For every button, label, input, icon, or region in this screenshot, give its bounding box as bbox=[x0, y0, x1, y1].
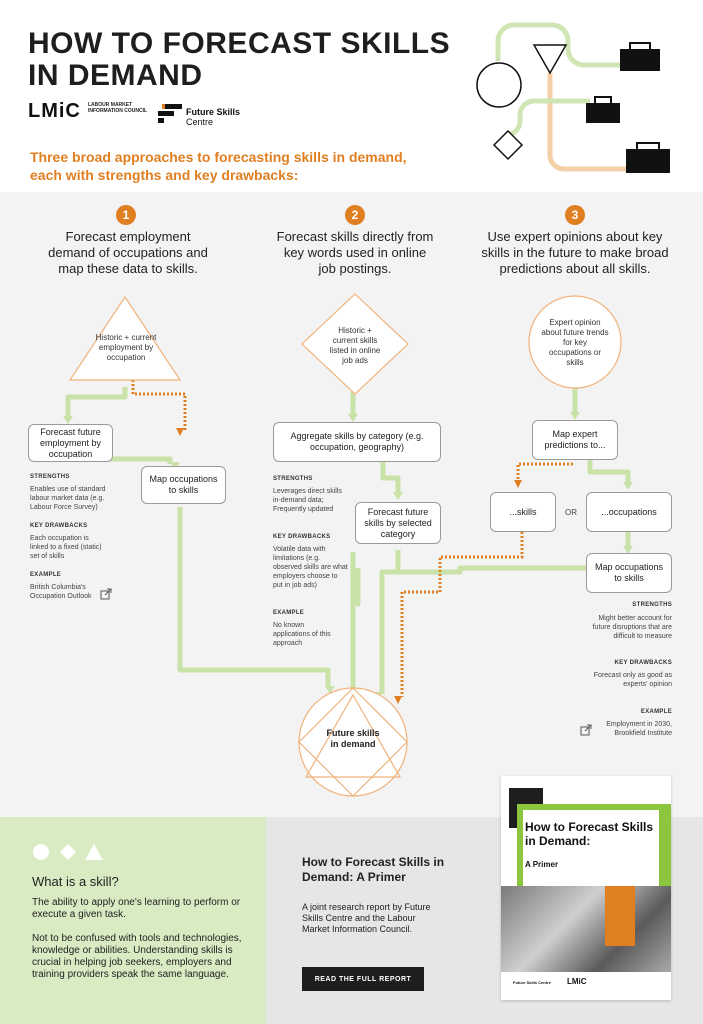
fsc-name-line1: Future Skills bbox=[186, 107, 241, 117]
diamond-icon bbox=[492, 129, 524, 161]
what-is-skill-p1: The ability to apply one's learning to p… bbox=[32, 897, 241, 920]
approach-1-example-label: EXAMPLE bbox=[30, 572, 62, 578]
start-diamond-shape bbox=[301, 293, 409, 395]
approach-3-drawbacks-label: KEY DRAWBACKS bbox=[614, 660, 672, 666]
what-is-skill-p2: Not to be confused with tools and techno… bbox=[32, 933, 242, 980]
approach-3-example: Employment in 2030, Brookfield Institute bbox=[606, 721, 672, 737]
result-label: Future skills in demand bbox=[326, 728, 380, 749]
approach-2-start: Historic + current skills listed in onli… bbox=[329, 326, 381, 365]
approach-3-heading: Use expert opinions about key skills in … bbox=[481, 229, 669, 276]
approach-1-start: Historic + current employment by occupat… bbox=[95, 333, 157, 362]
external-link-icon[interactable] bbox=[100, 588, 112, 600]
shapes-icon bbox=[33, 844, 103, 860]
primer-title: How to Forecast Skills in Demand: A Prim… bbox=[302, 855, 445, 884]
header-decoration-graphic bbox=[476, 22, 670, 173]
approach-2-example-label: EXAMPLE bbox=[273, 610, 305, 616]
lmic-subtext: LABOUR MARKET INFORMATION COUNCIL bbox=[88, 102, 148, 114]
approach-3-number: 3 bbox=[565, 205, 585, 225]
approach-3-strengths-label: STRENGTHS bbox=[632, 602, 672, 608]
start-triangle-shape bbox=[68, 295, 182, 381]
approach-3-example-label: EXAMPLE bbox=[640, 709, 672, 715]
circle-icon bbox=[476, 62, 522, 108]
approach-2-strengths-label: STRENGTHS bbox=[273, 476, 313, 482]
cover-subtitle: A Primer bbox=[525, 860, 559, 869]
approach-1-step1-box: Forecast future employment by occupation bbox=[28, 424, 113, 462]
approach-1-strengths: Enables use of standard labour market da… bbox=[30, 486, 106, 511]
approach-1-drawbacks-label: KEY DRAWBACKS bbox=[30, 523, 88, 529]
approach-1-heading: Forecast employment demand of occupation… bbox=[48, 229, 208, 276]
report-cover[interactable]: How to Forecast Skills in Demand: A Prim… bbox=[501, 776, 671, 1000]
intro-subtitle: Three broad approaches to forecasting sk… bbox=[30, 149, 407, 183]
lmic-wordmark: LMiC bbox=[28, 100, 81, 122]
approach-3-option-skills-box: ...skills bbox=[490, 492, 556, 532]
approach-2-heading: Forecast skills directly from key words … bbox=[276, 229, 434, 276]
cover-title: How to Forecast Skills in Demand: bbox=[525, 820, 654, 848]
cover-fsc-logo: Future Skills Centre bbox=[513, 980, 551, 985]
approach-1-step2-box: Map occupations to skills bbox=[141, 466, 226, 504]
approach-3-strengths: Might better account for future disrupti… bbox=[592, 615, 672, 640]
approach-1-number: 1 bbox=[116, 205, 136, 225]
what-is-skill-title: What is a skill? bbox=[32, 874, 119, 889]
approach-2-strengths: Leverages direct skills in-demand data; … bbox=[273, 488, 342, 513]
briefcase-icon bbox=[620, 42, 660, 71]
page-title: HOW TO FORECAST SKILLS IN DEMAND bbox=[28, 27, 451, 92]
approach-2-drawbacks-label: KEY DRAWBACKS bbox=[273, 534, 331, 540]
approach-3-step1-box: Map expert predictions to... bbox=[532, 420, 618, 460]
approach-3-or-label: OR bbox=[565, 508, 577, 517]
approach-3-step2-box: Map occupations to skills bbox=[586, 553, 672, 593]
flow-connectors bbox=[63, 293, 633, 797]
approach-3-option-occupations-box: ...occupations bbox=[586, 492, 672, 532]
fsc-name-line2: Centre bbox=[186, 117, 214, 127]
approach-3-drawbacks: Forecast only as good as experts' opinio… bbox=[593, 672, 672, 688]
approach-1-drawbacks: Each occupation is linked to a fixed (st… bbox=[30, 535, 102, 560]
approach-2-step1-box: Aggregate skills by category (e.g. occup… bbox=[273, 422, 441, 462]
briefcase-icon bbox=[586, 96, 620, 123]
approach-2-number: 2 bbox=[345, 205, 365, 225]
lmic-logo: LMiC LABOUR MARKET INFORMATION COUNCIL bbox=[28, 100, 147, 123]
external-link-icon[interactable] bbox=[580, 724, 592, 736]
approach-2-step2-box: Forecast future skills by selected categ… bbox=[355, 502, 441, 544]
primer-body: A joint research report by Future Skills… bbox=[302, 902, 431, 934]
start-circle-shape bbox=[528, 295, 622, 389]
approach-2-example: No known applications of this approach bbox=[273, 622, 331, 647]
approach-1-example: British Columbia's Occupation Outlook bbox=[30, 584, 92, 600]
read-full-report-button[interactable]: READ THE FULL REPORT bbox=[302, 967, 424, 991]
briefcase-icon bbox=[626, 142, 670, 173]
triangle-icon bbox=[532, 44, 568, 75]
cover-photo bbox=[501, 886, 671, 972]
approach-1-strengths-label: STRENGTHS bbox=[30, 474, 70, 480]
what-is-skill-body: The ability to apply one's learning to p… bbox=[32, 897, 254, 981]
approach-3-start: Expert opinion about future trends for k… bbox=[541, 318, 609, 367]
fsc-mark-icon bbox=[158, 104, 182, 123]
approach-2-drawbacks: Volatile data with limitations (e.g. obs… bbox=[273, 546, 348, 589]
cover-lmic-logo: LMiC bbox=[567, 977, 587, 986]
